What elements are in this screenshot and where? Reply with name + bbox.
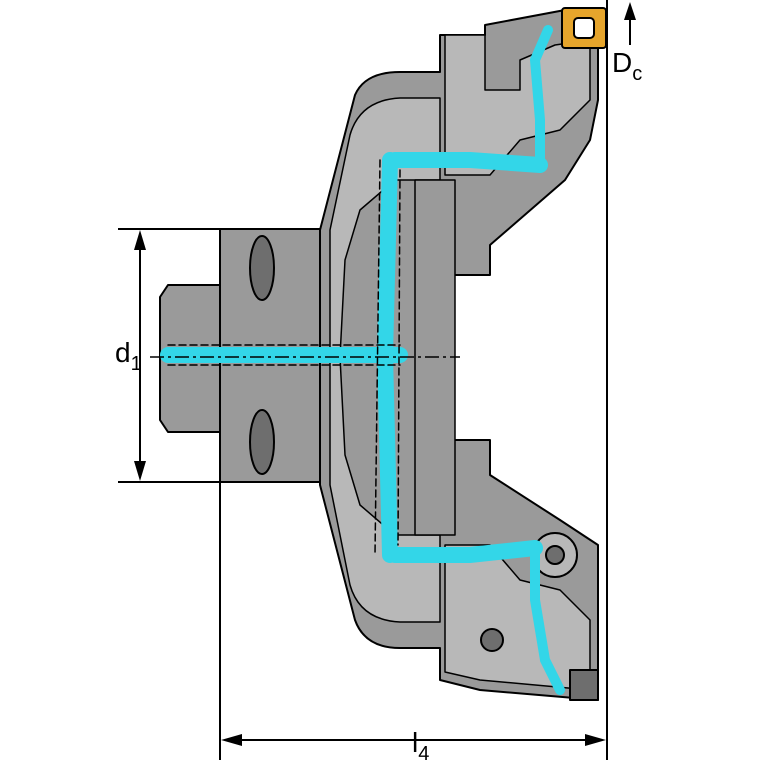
coolant-dash-outline [167, 159, 401, 556]
insert-hole [573, 17, 595, 39]
flange-face [329, 97, 441, 623]
d1-arrow-bottom [134, 461, 146, 481]
drive-slot-bottom [249, 409, 275, 475]
dc-arrow [624, 2, 636, 20]
coolant-bottom-branch [530, 543, 565, 695]
coolant-channels [160, 25, 565, 695]
dimension-lines [118, 0, 636, 760]
l4-arrow-left [221, 734, 242, 746]
l4-arrow-right [585, 734, 606, 746]
clamp-screw [480, 628, 504, 652]
lower-insert [569, 669, 599, 701]
drive-slot-top [249, 235, 275, 301]
dc-label: Dc [612, 47, 642, 85]
d1-label: d1 [115, 337, 142, 375]
coolant-main [160, 152, 548, 563]
top-insert [561, 7, 607, 49]
d1-arrow-top [134, 230, 146, 250]
l4-label: l4 [412, 727, 429, 765]
insert-screw-hex [545, 545, 565, 565]
coolant-top-branch [529, 25, 553, 170]
